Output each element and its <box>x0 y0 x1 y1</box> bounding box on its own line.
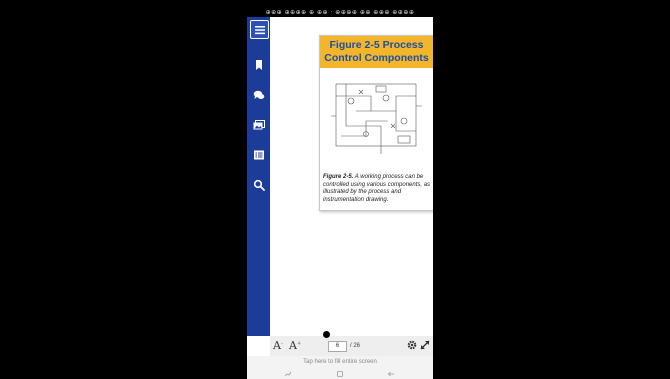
status-bar: ⊕⊕⊕ ⊕⊕⊕⊕ ⊕ ⊕⊕ · ⊕⊕⊕⊕ ⊕⊕ ⊕⊕⊕ ⊕⊕⊕⊕ <box>247 8 433 17</box>
pid-diagram[interactable] <box>326 76 426 166</box>
search-button[interactable] <box>250 176 267 193</box>
home-icon <box>337 370 343 377</box>
page-number-input[interactable]: 6 <box>328 341 347 352</box>
comment-icon <box>253 90 264 99</box>
comments-button[interactable] <box>250 86 267 103</box>
bookmark-icon <box>255 59 262 70</box>
list-icon <box>253 150 264 159</box>
reader-content[interactable]: Figure 2-5 Process Control Components <box>270 17 433 336</box>
back-button[interactable] <box>386 369 396 378</box>
minus-glyph: - <box>280 340 283 347</box>
search-icon <box>253 179 265 191</box>
home-button[interactable] <box>335 369 345 378</box>
caption-text: A working process can be controlled usin… <box>323 174 431 203</box>
plus-glyph: + <box>296 340 302 347</box>
fill-screen-hint[interactable]: Tap here to fill entire screen <box>247 356 433 368</box>
figure-card[interactable]: Figure 2-5 Process Control Components <box>319 35 433 211</box>
gear-icon[interactable] <box>407 340 417 350</box>
page-scrubber-handle[interactable] <box>323 331 330 338</box>
menu-button[interactable] <box>250 20 269 39</box>
font-increase-button[interactable]: A+ <box>289 339 302 352</box>
menu-icon <box>254 25 265 34</box>
sidebar <box>247 17 270 336</box>
image-icon <box>253 119 265 129</box>
bottom-toolbar: A- A+ 6 / 26 <box>270 331 433 356</box>
recents-button[interactable] <box>283 369 293 378</box>
contents-button[interactable] <box>250 146 267 163</box>
figure-title: Figure 2-5 Process Control Components <box>320 36 433 68</box>
expand-icon[interactable] <box>420 340 430 350</box>
caption-label: Figure 2-5. <box>323 174 354 180</box>
bookmarks-button[interactable] <box>250 56 267 73</box>
page-total: / 26 <box>350 343 361 349</box>
recents-icon <box>284 371 292 376</box>
device-screen: ⊕⊕⊕ ⊕⊕⊕⊕ ⊕ ⊕⊕ · ⊕⊕⊕⊕ ⊕⊕ ⊕⊕⊕ ⊕⊕⊕⊕ <box>247 8 433 379</box>
back-icon <box>387 371 394 376</box>
system-nav-bar <box>247 368 433 379</box>
figure-caption: Figure 2-5. A working process can be con… <box>323 174 431 204</box>
font-decrease-button[interactable]: A- <box>273 339 283 352</box>
images-button[interactable] <box>250 116 267 133</box>
